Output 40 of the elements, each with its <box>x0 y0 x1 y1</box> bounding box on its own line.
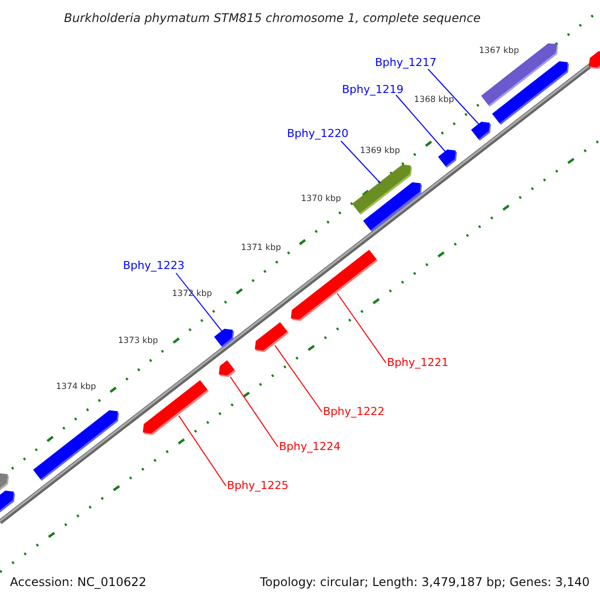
scale-label: 1369 kbp <box>360 147 400 156</box>
gene-feature <box>218 360 236 377</box>
gene-feature <box>0 473 9 491</box>
gene-label: Bphy_1223 <box>123 260 185 271</box>
leader-line <box>176 272 223 332</box>
leader-line <box>230 376 278 448</box>
gene-label: Bphy_1217 <box>375 57 437 68</box>
scale-label: 1368 kbp <box>414 96 454 104</box>
gene-feature <box>142 380 209 435</box>
gene-feature <box>363 182 422 232</box>
gene-feature <box>0 490 15 513</box>
gene-feature <box>471 122 491 141</box>
leader-line <box>274 344 322 412</box>
scale-label: 1370 kbp <box>301 195 342 204</box>
leader-line <box>178 415 226 486</box>
gene-feature <box>33 410 119 481</box>
leader-line <box>396 94 446 152</box>
sequence-info-text: Topology: circular; Length: 3,479,187 bp; Genes: 3,140 <box>260 576 590 588</box>
gene-label: Bphy_1220 <box>287 128 349 139</box>
gene-label: Bphy_1224 <box>279 441 341 452</box>
leader-line <box>336 293 386 364</box>
gene-label: Bphy_1221 <box>387 357 449 368</box>
scale-label: 1371 kbp <box>241 244 282 252</box>
gene-feature <box>492 61 569 125</box>
scale-label: 1372 kbp <box>172 290 212 298</box>
scale-label: 1374 kbp <box>56 383 96 392</box>
gene-feature <box>588 50 600 69</box>
scale-label: 1367 kbp <box>479 47 520 56</box>
accession-text: Accession: NC_010622 <box>10 576 146 588</box>
gene-feature <box>438 150 457 168</box>
scale-label: 1373 kbp <box>118 337 158 346</box>
gene-label: Bphy_1219 <box>342 84 404 95</box>
gene-feature <box>254 322 289 352</box>
gene-feature <box>290 250 378 321</box>
leader-line <box>428 68 480 126</box>
gene-feature <box>214 328 234 348</box>
gene-label: Bphy_1225 <box>227 480 289 491</box>
leader-line <box>340 140 381 184</box>
gene-label: Bphy_1222 <box>323 406 385 417</box>
diagram-title: Burkholderia phymatum STM815 chromosome 1, complete sequence <box>64 12 481 24</box>
